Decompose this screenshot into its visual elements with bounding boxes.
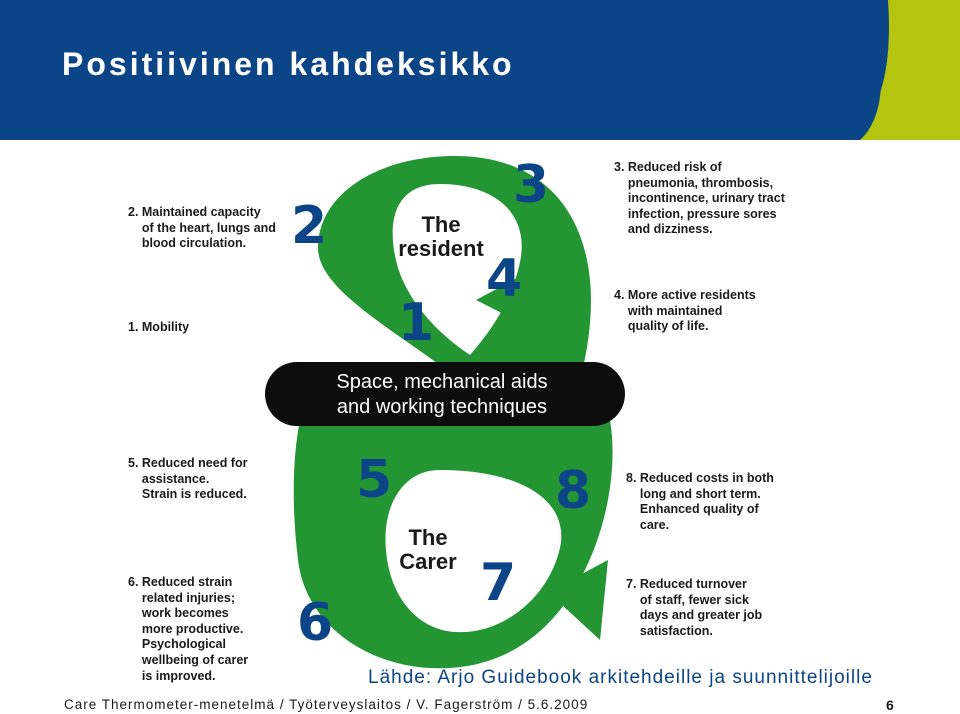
page-number: 6 xyxy=(886,697,894,713)
item-2-text: 2. Maintained capacity of the heart, lun… xyxy=(128,205,276,251)
header-banner xyxy=(0,0,960,140)
number-6: 6 xyxy=(297,593,333,653)
center-label-line2: and working techniques xyxy=(337,396,547,418)
bottom-loop-ring xyxy=(293,420,613,669)
number-1: 1 xyxy=(398,293,434,353)
item-4-text: 4. More active residents with maintained… xyxy=(614,288,756,334)
carer-label-line2: Carer xyxy=(399,549,457,574)
item-8-text: 8. Reduced costs in both long and short … xyxy=(626,471,774,532)
header-blue-curve xyxy=(840,0,889,140)
item-6-text: 6. Reduced strain related injuries; work… xyxy=(128,575,249,683)
footer-text: Care Thermometer-menetelmä / Työterveysl… xyxy=(64,697,589,712)
top-loop-ring xyxy=(318,156,591,380)
center-label-line1: Space, mechanical aids xyxy=(336,371,547,393)
number-8: 8 xyxy=(555,461,591,521)
resident-label-line2: resident xyxy=(398,236,484,261)
item-5-text: 5. Reduced need for assistance. Strain i… xyxy=(128,456,248,502)
number-7: 7 xyxy=(480,553,516,613)
source-citation: Lähde: Arjo Guidebook arkitehdeille ja s… xyxy=(368,667,873,688)
item-7-text: 7. Reduced turnover of staff, fewer sick… xyxy=(626,577,763,638)
number-2: 2 xyxy=(291,196,327,256)
bottom-arrowhead xyxy=(548,560,608,640)
item-3-text: 3. Reduced risk of pneumonia, thrombosis… xyxy=(614,160,785,237)
item-1-text: 1. Mobility xyxy=(128,320,190,334)
carer-label-line1: The xyxy=(408,525,447,550)
resident-label-line1: The xyxy=(421,212,460,237)
top-arrowhead xyxy=(476,255,560,340)
number-5: 5 xyxy=(356,450,392,510)
number-4: 4 xyxy=(486,249,522,309)
slide-title: Positiivinen kahdeksikko xyxy=(62,46,515,82)
number-3: 3 xyxy=(513,155,549,215)
center-bar xyxy=(265,362,625,426)
